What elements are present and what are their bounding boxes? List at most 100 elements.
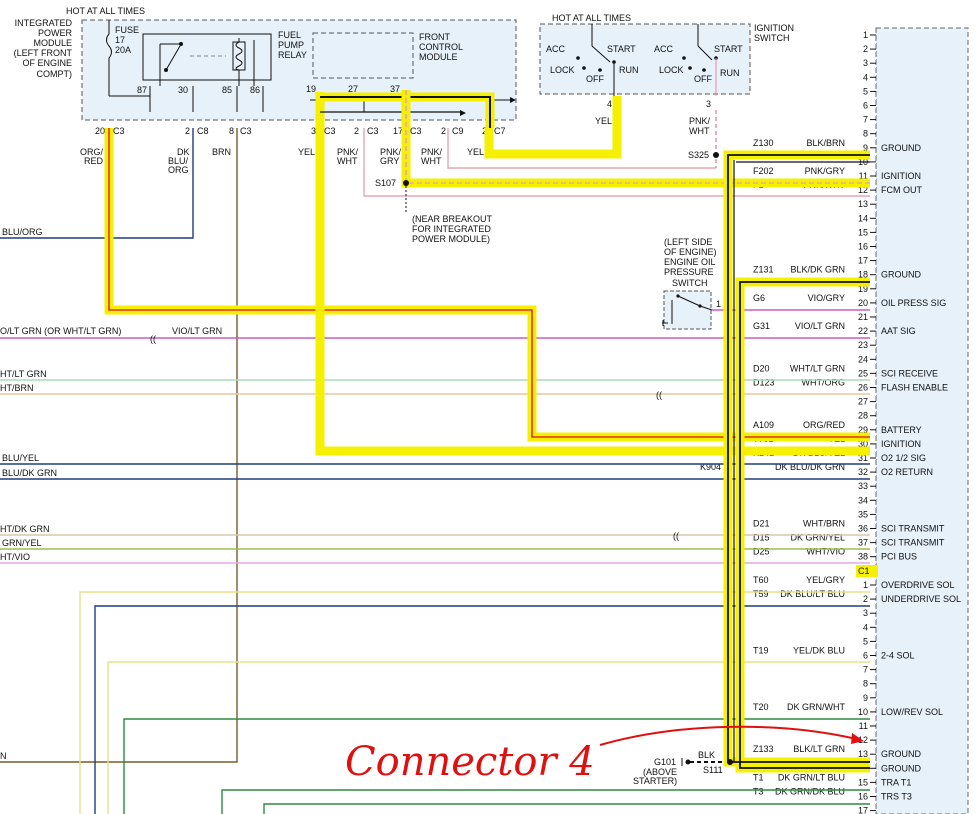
pin-function-label: TRS T3: [881, 792, 912, 802]
g101-wire: BLK: [698, 750, 715, 760]
ign-lock-right: LOCK: [659, 65, 684, 75]
ground-g101-icon: [685, 759, 691, 765]
circuit-code: T1: [753, 772, 764, 782]
left-wht-brn: HT/BRN: [0, 383, 34, 393]
pin-function-label: TRA T1: [881, 777, 911, 787]
c-conn-c8: C8: [197, 126, 209, 136]
ign-start-right: START: [714, 44, 743, 54]
circuit-code: G6: [753, 293, 765, 303]
left-brn-end: N: [0, 751, 7, 761]
left-blu-dk-grn: BLU/DK GRN: [2, 468, 57, 478]
oil-sw-pin: 1: [716, 299, 721, 309]
wire-color-label: BLK/BRN: [806, 138, 845, 148]
s325-label: S325: [688, 150, 709, 160]
pin-number: 22: [858, 326, 868, 336]
ign-switch-right-blade: [697, 45, 713, 61]
pin-function-label: OVERDRIVE SOL: [881, 580, 955, 590]
c1-label: C1: [858, 566, 870, 576]
ign-name-1: IGNITION: [754, 23, 794, 33]
circuit-code: Z133: [753, 744, 774, 754]
oil-sw-line-1: (LEFT SIDE: [664, 237, 712, 247]
c-pin-20: 20: [95, 126, 105, 136]
left-blu-org: BLU/ORG: [2, 227, 43, 237]
ign-start-left: START: [607, 44, 636, 54]
annotation-connector-4: Connector 4: [345, 739, 595, 785]
switch-wire-pnkwht-b: WHT: [689, 126, 710, 136]
pin-number: 20: [858, 298, 868, 308]
ipm-name-3: MODULE: [33, 38, 72, 48]
c-conn-c3-a: C3: [113, 126, 125, 136]
wire-color-label: ORG/RED: [803, 420, 846, 430]
pin-function-label: GROUND: [881, 270, 921, 280]
ipm-hot-label: HOT AT ALL TIMES: [66, 6, 145, 16]
relay-pin-30: 30: [178, 85, 188, 95]
ign-name-2: SWITCH: [754, 33, 790, 43]
switch-wire-yel: YEL: [595, 116, 612, 126]
pin-number: 13: [858, 749, 868, 759]
ipm-name-4: (LEFT FRONT: [14, 48, 73, 58]
wire-brn: BRN: [212, 147, 231, 157]
fcm-name-3: MODULE: [419, 52, 458, 62]
pin-number: 33: [858, 481, 868, 491]
pin-number: 16: [858, 792, 868, 802]
fuse-17-icon: [106, 33, 112, 59]
fcm-pin-27: 27: [348, 84, 358, 94]
wire-color-label: DK GRN/WHT: [787, 702, 845, 712]
relay-pin-86: 86: [250, 85, 260, 95]
pin-number: 11: [859, 171, 868, 181]
s107-label: S107: [375, 178, 396, 188]
pin-function-label: SCI RECEIVE: [881, 368, 938, 378]
pin-number: 4: [863, 72, 868, 82]
circuit-code: A109: [753, 420, 774, 430]
pin-number: 8: [863, 129, 868, 139]
wire-org-red-2: RED: [84, 156, 104, 166]
ign-acc-left: ACC: [546, 44, 566, 54]
pin-number: 35: [858, 509, 868, 519]
pin-number: 32: [858, 467, 868, 477]
ign-switch-left-blade: [591, 45, 611, 63]
g101-label: G101: [654, 757, 676, 767]
circuit-code: T3: [753, 787, 764, 797]
ign-acc-right: ACC: [654, 44, 674, 54]
pin-function-label: O2 RETURN: [881, 467, 933, 477]
pin-number: 16: [858, 242, 868, 252]
wire-color-label: BLK/DK GRN: [790, 265, 845, 275]
wire-pnkgry-b: GRY: [380, 156, 399, 166]
circuit-code: F202: [753, 166, 774, 176]
pin-function-label: LOW/REV SOL: [881, 707, 943, 717]
oil-sw-line-2: OF ENGINE): [664, 247, 717, 257]
wire-color-label: VIO/LT GRN: [795, 321, 845, 331]
wire-dkbluorg-2: BLU/: [168, 156, 189, 166]
c-conn-c7: C7: [494, 126, 506, 136]
pcm-connector-divider: [856, 28, 876, 814]
pin-number: 5: [863, 636, 868, 646]
pin-function-label: FCM OUT: [881, 185, 922, 195]
circuit-code: T20: [753, 702, 769, 712]
left-wht-dk-grn: HT/DK GRN: [0, 524, 50, 534]
pin-function-label: OIL PRESS SIG: [881, 298, 946, 308]
c-conn-c3-e: C3: [410, 126, 422, 136]
c-pin-17: 17: [393, 126, 403, 136]
wire-color-label: WHT/VIO: [807, 547, 846, 557]
oil-pressure-switch: (LEFT SIDE OF ENGINE) ENGINE OIL PRESSUR…: [662, 237, 721, 330]
wire-color-label: WHT/LT GRN: [790, 363, 845, 373]
wire-color-label: BLK/LT GRN: [793, 744, 845, 754]
wire-pnkgry-a: PNK/: [380, 147, 402, 157]
pin-number: 15: [858, 227, 868, 237]
circuit-code: K904: [700, 462, 721, 472]
wire-color-label: DK GRN/DK BLU: [775, 787, 845, 797]
pin-number: 29: [858, 425, 868, 435]
oil-sw-line-4: PRESSURE: [664, 267, 714, 277]
top-connectors: 20 C3 ORG/ RED 2 C8 DK BLU/ ORG 8 C3 BRN…: [80, 116, 711, 175]
pin-function-label: FLASH ENABLE: [881, 383, 948, 393]
pin-number: 12: [858, 185, 868, 195]
c-conn-c3-b: C3: [240, 126, 252, 136]
pin-number: 19: [858, 284, 868, 294]
pin-number: 6: [863, 651, 868, 661]
pin-number: 8: [863, 679, 868, 689]
ign-pin-4: 4: [607, 99, 612, 109]
fuse-label-3: 20A: [115, 45, 131, 55]
break-mark-sci: ((: [673, 531, 679, 541]
ipm-name-5: OF ENGINE: [22, 58, 72, 68]
